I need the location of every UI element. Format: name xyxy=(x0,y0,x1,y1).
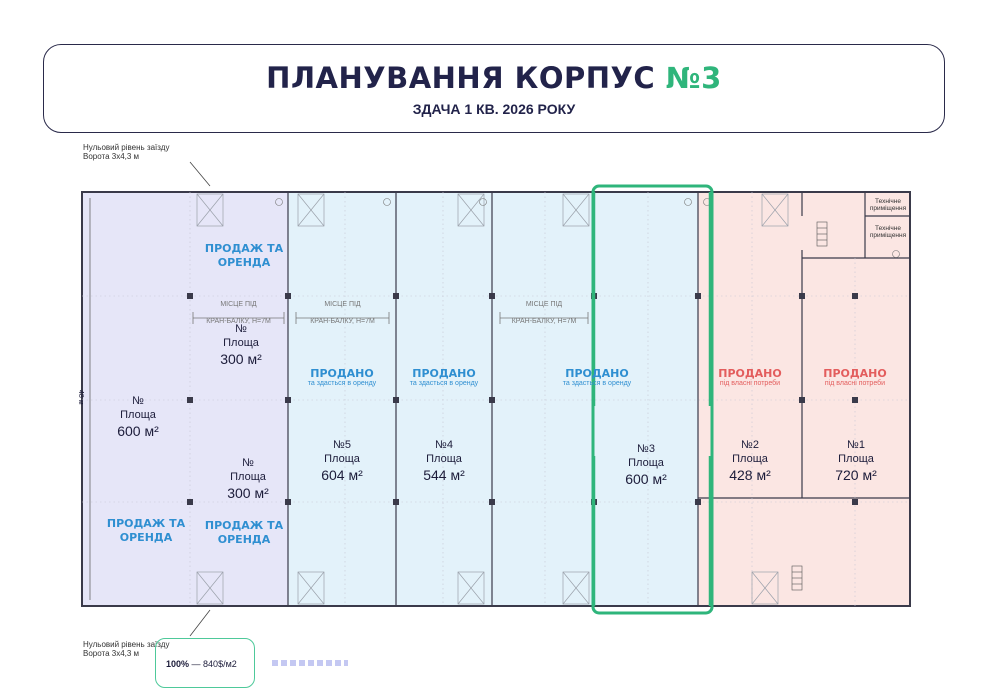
zone-unit3 xyxy=(594,192,698,606)
stairs xyxy=(791,221,828,591)
gate-leader-bottom xyxy=(189,609,211,637)
status-sold-unit2: ПРОДАНО xyxy=(718,367,782,380)
tech-room-label-2: Технічне приміщення xyxy=(869,225,907,239)
price-percent: 100% xyxy=(166,659,190,669)
gates xyxy=(196,193,789,605)
status-sub-unit1: під власні потреби xyxy=(824,380,886,387)
page-subtitle: ЗДАЧА 1 КВ. 2026 РОКУ xyxy=(412,101,576,117)
status-sold-unit4: ПРОДАНО xyxy=(412,367,476,380)
price-box: 100% — 840$/м2 xyxy=(155,638,255,688)
zone-unit2 xyxy=(698,192,802,606)
zone-forsale xyxy=(82,192,288,606)
status-sold-unit3: ПРОДАНО xyxy=(565,367,629,380)
status-sub-unit2: під власні потреби xyxy=(719,380,781,387)
status-sub-unit4: та здасться в оренду xyxy=(409,380,479,387)
header-box: ПЛАНУВАННЯ КОРПУС №3 ЗДАЧА 1 КВ. 2026 РО… xyxy=(43,44,945,133)
fire-marks xyxy=(275,198,900,258)
tech-room-label-1: Технічне приміщення xyxy=(869,198,907,212)
zone-unit5 xyxy=(288,192,396,606)
outer-wall xyxy=(81,191,911,607)
page-title: ПЛАНУВАННЯ КОРПУС №3 xyxy=(266,61,722,95)
status-sub-unit5: та здасться в оренду xyxy=(307,380,377,387)
price-value: — 840$/м2 xyxy=(191,659,237,669)
zone-unit4 xyxy=(396,192,492,606)
status-sold-unit5: ПРОДАНО xyxy=(310,367,374,380)
gate-leader-top xyxy=(189,161,211,187)
dimension-label: 48 м xyxy=(77,390,84,405)
cropped-caption xyxy=(272,660,348,666)
zone-sold-mid xyxy=(492,192,594,606)
status-sold-unit1: ПРОДАНО xyxy=(823,367,887,380)
status-sub-unit3: та здасться в оренду xyxy=(562,380,632,387)
crane-markers xyxy=(192,312,589,324)
